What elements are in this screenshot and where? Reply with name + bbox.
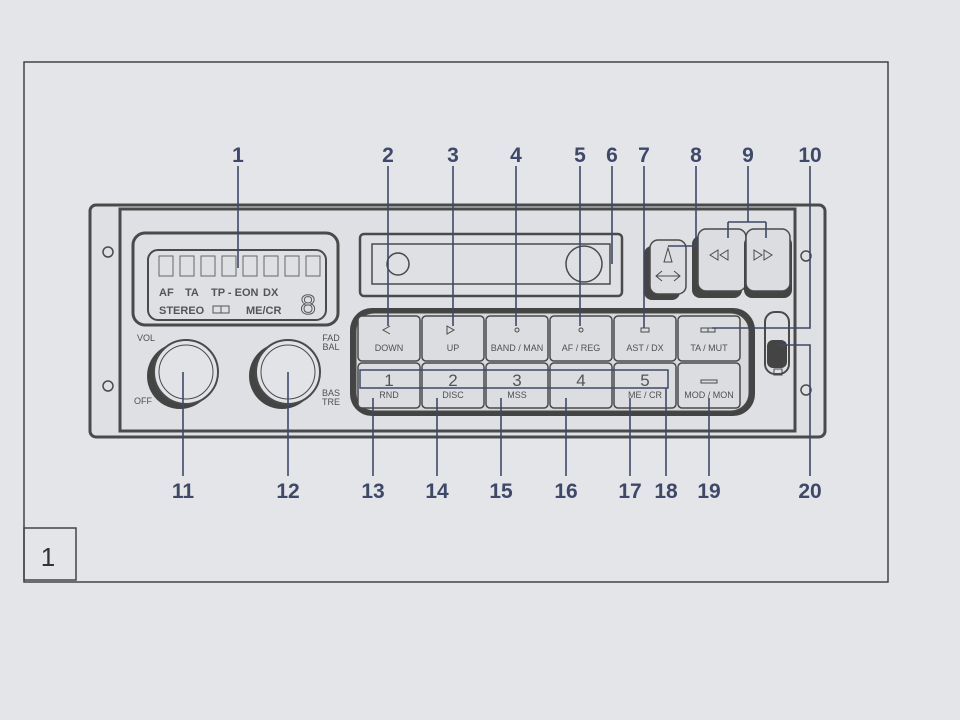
mount-hole: [800, 250, 812, 262]
lcd-ta: TA: [185, 287, 199, 299]
svg-text:1: 1: [384, 371, 393, 390]
lcd-tp-eon: TP - EON: [211, 287, 259, 299]
svg-text:11: 11: [172, 480, 195, 503]
svg-text:10: 10: [798, 144, 821, 167]
svg-text:14: 14: [425, 480, 449, 503]
svg-text:2: 2: [382, 144, 394, 167]
svg-text:4: 4: [510, 144, 522, 167]
ta-mut-button[interactable]: TA / MUT: [677, 315, 741, 362]
off-label: OFF: [134, 396, 152, 406]
lcd-dx: DX: [263, 287, 279, 299]
svg-text:7: 7: [638, 144, 650, 167]
slide-switch[interactable]: [764, 311, 790, 376]
callout-lines: [182, 166, 811, 476]
lcd-display: AF TA TP - EON DX STEREO ME/CR 8: [131, 231, 340, 327]
mount-hole: [102, 380, 114, 392]
svg-text:17: 17: [618, 480, 641, 503]
svg-text:2: 2: [448, 371, 457, 390]
band-man-button[interactable]: BAND / MAN: [485, 315, 549, 362]
svg-text:12: 12: [276, 480, 299, 503]
svg-text:MSS: MSS: [507, 390, 527, 400]
svg-text:TA / MUT: TA / MUT: [690, 343, 728, 353]
svg-text:RND: RND: [379, 390, 399, 400]
svg-text:5: 5: [640, 371, 649, 390]
callouts-bottom: 11 12 13 14 15 16 17 18 19 20: [172, 480, 822, 503]
preset-button-4[interactable]: 4: [549, 362, 613, 409]
lcd-af: AF: [159, 287, 174, 299]
svg-text:8: 8: [690, 144, 702, 167]
figure-number-box: [23, 527, 77, 581]
svg-text:ME / CR: ME / CR: [628, 390, 663, 400]
lcd-me-cr: ME/CR: [246, 305, 282, 317]
svg-text:1: 1: [232, 144, 244, 167]
rewind-button[interactable]: [692, 228, 747, 298]
svg-text:18: 18: [654, 480, 678, 503]
svg-text:DISC: DISC: [442, 390, 464, 400]
svg-text:MOD / MON: MOD / MON: [684, 390, 734, 400]
svg-text:AST / DX: AST / DX: [626, 343, 663, 353]
svg-text:4: 4: [576, 371, 585, 390]
bas-label: BAS: [322, 388, 340, 398]
svg-text:3: 3: [512, 371, 521, 390]
mount-hole: [800, 384, 812, 396]
rewind-icon: [709, 249, 729, 261]
svg-text:3: 3: [447, 144, 459, 167]
svg-text:13: 13: [361, 480, 384, 503]
fast-forward-button[interactable]: [744, 228, 792, 298]
bal-label: BAL: [322, 342, 339, 352]
svg-text:DOWN: DOWN: [375, 343, 404, 353]
radio-inner-panel: [118, 207, 797, 433]
vol-label: VOL: [137, 333, 155, 343]
svg-text:UP: UP: [447, 343, 460, 353]
fad-label: FAD: [322, 333, 340, 343]
ast-dx-button[interactable]: AST / DX: [613, 315, 677, 362]
preset-button-5[interactable]: 5ME / CR: [613, 362, 677, 409]
svg-text:BAND / MAN: BAND / MAN: [491, 343, 544, 353]
figure-number: 1: [41, 542, 55, 572]
lcd-digit: 8: [300, 289, 316, 320]
tre-label: TRE: [322, 397, 340, 407]
mount-hole: [102, 246, 114, 258]
preset-highlight: [359, 369, 669, 389]
figure-frame: [23, 61, 889, 583]
lcd-stereo: STEREO: [159, 305, 205, 317]
down-button[interactable]: DOWN: [357, 315, 421, 362]
svg-text:20: 20: [798, 480, 821, 503]
fast-forward-icon: [753, 249, 773, 261]
up-button[interactable]: UP: [421, 315, 485, 362]
callouts-top: 1 2 3 4 5 6 7 8 9 10: [232, 144, 822, 167]
svg-text:6: 6: [606, 144, 618, 167]
svg-text:15: 15: [489, 480, 513, 503]
svg-text:9: 9: [742, 144, 754, 167]
svg-text:AF / REG: AF / REG: [562, 343, 601, 353]
af-reg-button[interactable]: AF / REG: [549, 315, 613, 362]
cassette-slot: [358, 232, 624, 298]
svg-text:5: 5: [574, 144, 586, 167]
eject-button[interactable]: [644, 239, 687, 300]
svg-text:16: 16: [554, 480, 577, 503]
svg-text:19: 19: [697, 480, 720, 503]
volume-knob[interactable]: [147, 339, 219, 409]
